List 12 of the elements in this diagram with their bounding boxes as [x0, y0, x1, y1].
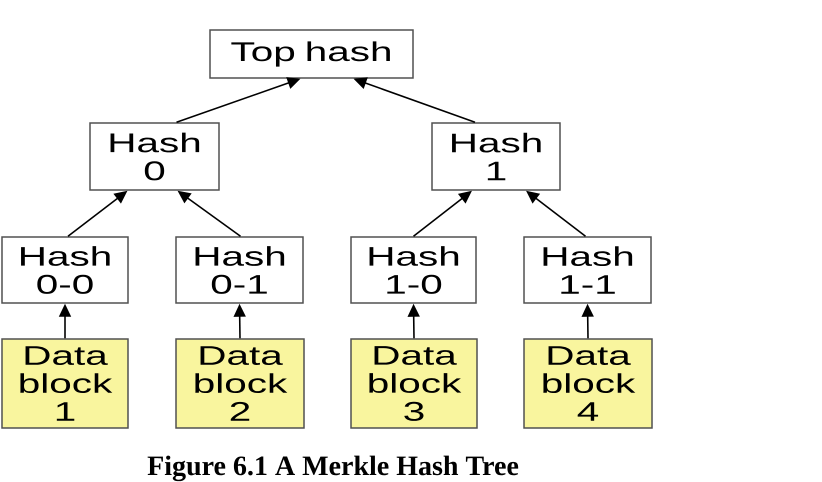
data-block-box: Data block 3: [350, 338, 478, 429]
data-block-box: Data block 2: [175, 338, 305, 429]
hash-box: Hash 1: [431, 122, 561, 191]
data-block-box: Data block 1: [1, 338, 129, 429]
data-block-box: Data block 4: [523, 338, 653, 429]
hash-box: Hash 0-0: [1, 236, 129, 304]
hash-box: Top hash: [209, 29, 414, 79]
hash-box: Hash 0-1: [175, 236, 304, 304]
hash-box: Hash 1-0: [350, 236, 477, 304]
hash-box: Hash 0: [89, 122, 220, 191]
caption: Figure 6.1 A Merkle Hash Tree: [148, 456, 518, 482]
hash-box: Hash 1-1: [523, 236, 652, 304]
